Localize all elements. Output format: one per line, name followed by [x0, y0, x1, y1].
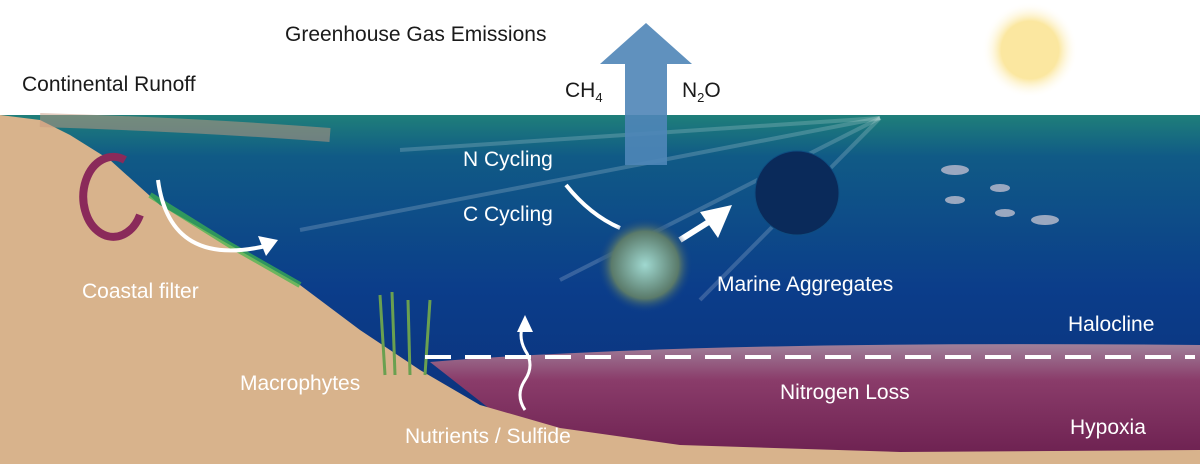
microbe-view — [754, 150, 840, 236]
label-halocline: Halocline — [1068, 313, 1155, 336]
hypoxic-layer — [430, 344, 1200, 464]
coastal-cycle — [79, 152, 144, 241]
coastal-filter-arrow — [156, 179, 271, 253]
label-continental-runoff: Continental Runoff — [22, 73, 196, 96]
label-n-cycling: N Cycling — [463, 148, 553, 171]
marine-aggregate — [597, 217, 693, 313]
n2o-subscript: 2 — [697, 90, 705, 105]
label-c-cycling: C Cycling — [463, 203, 553, 226]
n2o-text: N — [682, 79, 698, 102]
label-macrophytes: Macrophytes — [240, 372, 361, 395]
label-nutrients-sulfide: Nutrients / Sulfide — [405, 425, 571, 448]
label-n2o: N2O — [682, 80, 721, 104]
label-hypoxia: Hypoxia — [1070, 416, 1146, 439]
cycling-arrow — [564, 183, 621, 230]
n2o-text-o: O — [704, 79, 721, 102]
sun — [982, 2, 1078, 98]
label-nitrogen-loss: Nitrogen Loss — [780, 381, 910, 404]
label-ch4: CH4 — [565, 80, 603, 104]
nutrient-flux-arrow — [518, 319, 532, 411]
ch4-text: CH — [565, 79, 596, 102]
seafloor-land — [0, 115, 1200, 464]
macrophytes — [378, 291, 432, 376]
title-greenhouse-gas-emissions: Greenhouse Gas Emissions — [285, 23, 547, 46]
label-coastal-filter: Coastal filter — [82, 280, 199, 303]
fish — [941, 165, 1059, 225]
ch4-subscript: 4 — [595, 90, 603, 105]
runoff-plume — [39, 113, 331, 142]
seagrass-edge — [148, 192, 302, 288]
emissions-arrow — [600, 23, 692, 165]
label-marine-aggregates: Marine Aggregates — [717, 273, 894, 296]
